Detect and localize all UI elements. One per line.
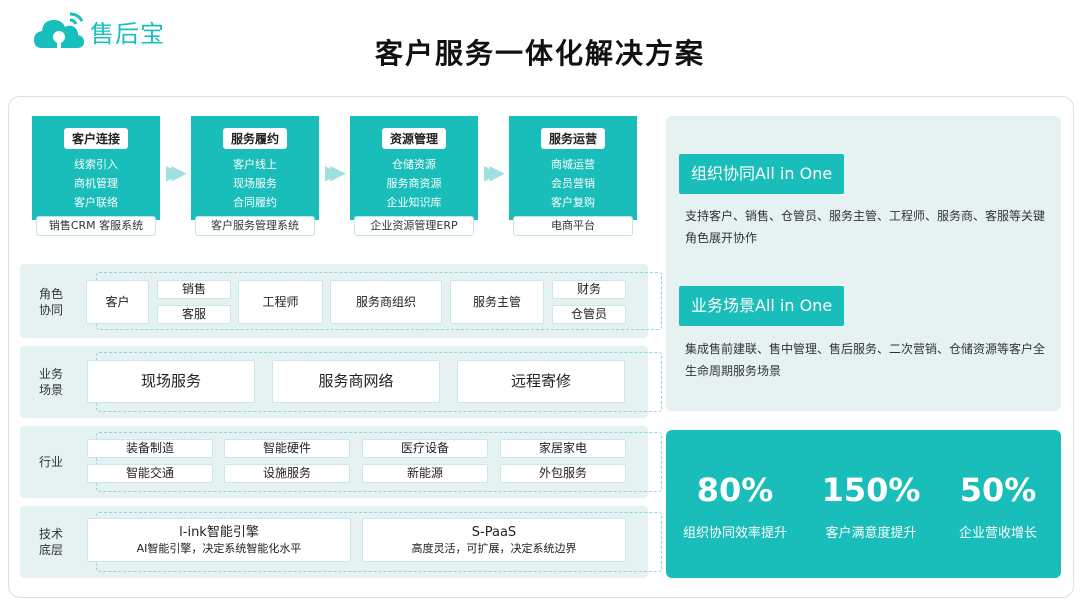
column-item: 客户线上 (233, 158, 277, 171)
industry-item: 设施服务 (224, 464, 350, 483)
role-engineer: 工程师 (238, 280, 323, 324)
industry-item: 家居家电 (500, 439, 626, 458)
scenario-remote-repair: 远程寄修 (457, 360, 625, 403)
industry-item: 装备制造 (87, 439, 213, 458)
metric-satisfaction: 150% 客户满意度提升 (806, 470, 936, 541)
role-customer-service: 客服 (157, 305, 231, 324)
tech-spaas: S-PaaS 高度灵活，可扩展，决定系统边界 (362, 518, 626, 562)
column-item: 会员营销 (551, 177, 595, 190)
tech-desc: AI智能引擎，决定系统智能化水平 (136, 542, 302, 555)
metric-label: 客户满意度提升 (825, 526, 917, 541)
metric-label: 企业营收增长 (958, 526, 1037, 541)
role-sales: 销售 (157, 280, 231, 299)
role-supervisor: 服务主管 (450, 280, 544, 324)
column-title: 服务运营 (540, 128, 605, 149)
column-system: 销售CRM 客服系统 (36, 216, 156, 236)
tech-ai-engine: l-ink智能引擎 AI智能引擎，决定系统智能化水平 (87, 518, 351, 562)
column-title: 资源管理 (381, 128, 446, 149)
layer-label: 角色协同 (38, 287, 63, 317)
tech-desc: 高度灵活，可扩展，决定系统边界 (411, 542, 577, 555)
scenario-provider-network: 服务商网络 (272, 360, 440, 403)
industry-dashed-area (96, 432, 662, 492)
column-service-fulfillment: 服务履约 客户线上 现场服务 合同履约 (191, 116, 319, 220)
brand-name: 售后宝 (90, 19, 165, 48)
role-finance: 财务 (552, 280, 626, 299)
tech-name: S-PaaS (471, 525, 517, 540)
metric-value: 50% (959, 471, 1037, 509)
column-system: 客户服务管理系统 (195, 216, 315, 236)
column-item: 商机管理 (74, 177, 118, 190)
column-item: 商城运营 (551, 158, 595, 171)
layer-industry: 行业 (20, 426, 662, 498)
industry-item: 智能硬件 (224, 439, 350, 458)
industry-item: 外包服务 (500, 464, 626, 483)
metric-efficiency: 80% 组织协同效率提升 (670, 470, 800, 541)
column-item: 现场服务 (233, 177, 277, 190)
industry-item: 智能交通 (87, 464, 213, 483)
feature-title: 组织协同All in One (679, 154, 845, 194)
column-item: 客户联络 (74, 196, 118, 209)
role-customer: 客户 (86, 280, 149, 324)
tech-name: l-ink智能引擎 (179, 525, 259, 540)
column-item: 服务商资源 (386, 177, 442, 190)
column-customer-connection: 客户连接 线索引入 商机管理 客户联络 (32, 116, 160, 220)
content-frame (8, 96, 1074, 598)
role-provider-org: 服务商组织 (330, 280, 442, 324)
brand-logo: 售后宝 (32, 8, 182, 54)
metric-revenue: 50% 企业营收增长 (933, 470, 1063, 541)
industry-item: 医疗设备 (362, 439, 488, 458)
layer-label: 业务场景 (38, 367, 63, 397)
metrics-panel (666, 430, 1061, 578)
chevron-right-icon: ▶▶ (166, 160, 187, 184)
column-service-operations: 服务运营 商城运营 会员营销 客户复购 (509, 116, 637, 220)
metric-value: 150% (821, 471, 921, 509)
chevron-right-icon: ▶▶ (325, 160, 346, 184)
feature-desc: 支持客户、销售、仓管员、服务主管、工程师、服务商、客服等关键角色展开协作 (685, 209, 1046, 245)
column-resource-management: 资源管理 仓储资源 服务商资源 企业知识库 (350, 116, 478, 220)
column-system: 电商平台 (513, 216, 633, 236)
column-item: 企业知识库 (386, 196, 442, 209)
column-title: 服务履约 (222, 128, 287, 149)
feature-title: 业务场景All in One (679, 286, 845, 326)
column-system: 企业资源管理ERP (354, 216, 474, 236)
column-item: 合同履约 (233, 196, 277, 209)
column-item: 客户复购 (551, 196, 595, 209)
column-item: 仓储资源 (392, 158, 436, 171)
chevron-right-icon: ▶▶ (484, 160, 505, 184)
cloud-wrench-icon (34, 12, 84, 48)
scenario-onsite: 现场服务 (87, 360, 255, 403)
column-item: 线索引入 (74, 158, 118, 171)
metric-value: 80% (696, 471, 774, 509)
role-warehouse: 仓管员 (552, 305, 626, 324)
metric-label: 组织协同效率提升 (682, 526, 787, 541)
feature-desc: 集成售前建联、售中管理、售后服务、二次营销、仓储资源等客户全生命周期服务场景 (685, 342, 1046, 378)
page-title: 客户服务一体化解决方案 (374, 37, 705, 70)
layer-label: 行业 (38, 455, 63, 469)
industry-item: 新能源 (362, 464, 488, 483)
layer-label: 技术底层 (38, 527, 63, 557)
column-title: 客户连接 (63, 128, 128, 149)
